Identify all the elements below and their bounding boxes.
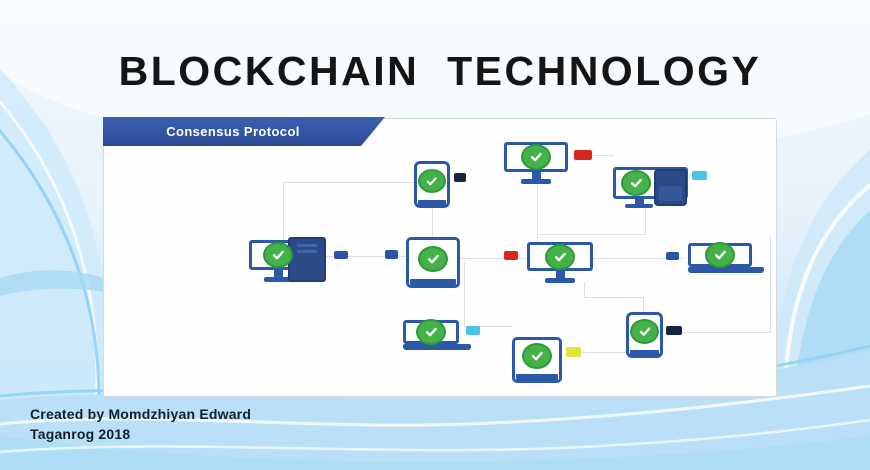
connector-line: [283, 182, 414, 183]
monitor-stand: [273, 270, 283, 277]
monitor-base: [624, 204, 653, 208]
connector-line: [432, 207, 433, 238]
block-cyan: [466, 326, 480, 335]
monitor-stand: [634, 199, 644, 204]
laptop-base: [403, 344, 471, 350]
connector-line: [580, 352, 627, 353]
monitor-base: [545, 278, 575, 283]
device-laptop-right: [682, 242, 764, 273]
connector-line: [645, 207, 646, 235]
block-cyan: [692, 171, 707, 180]
credit-line-1: Created by Momdzhiyan Edward: [30, 406, 252, 422]
connector-line: [584, 297, 644, 298]
checkmark-icon: [545, 244, 575, 270]
device-tablet-center: [406, 237, 460, 288]
device-monitor-top: [504, 142, 568, 184]
connector-line: [537, 184, 538, 243]
connector-line: [584, 282, 585, 298]
block-red: [504, 251, 518, 260]
connector-line: [643, 297, 644, 313]
block-blue: [334, 251, 348, 259]
connector-line: [770, 236, 771, 333]
device-desktop-pc-left: [249, 237, 326, 284]
laptop-base: [688, 267, 764, 273]
tablet-overlay: [654, 169, 687, 206]
block-navy: [454, 173, 466, 182]
checkmark-icon: [705, 242, 735, 268]
checkmark-icon: [522, 343, 552, 369]
block-blue: [666, 252, 679, 260]
block-red: [574, 150, 592, 160]
monitor-base: [521, 179, 551, 184]
checkmark-icon: [418, 246, 448, 272]
monitor-base: [264, 277, 292, 282]
banner-label: Consensus Protocol: [166, 124, 300, 139]
credit: Created by Momdzhiyan Edward Taganrog 20…: [30, 404, 251, 444]
connector-line: [537, 234, 646, 235]
consensus-protocol-ribbon: Consensus Protocol: [103, 117, 385, 146]
monitor-stand: [555, 271, 565, 278]
connector-line: [682, 332, 771, 333]
checkmark-icon: [418, 169, 446, 193]
checkmark-icon: [263, 242, 293, 268]
checkmark-icon: [521, 144, 551, 170]
connector-line: [593, 155, 614, 156]
checkmark-icon: [416, 319, 446, 345]
monitor-stand: [531, 172, 541, 179]
pc-tower: [288, 237, 326, 282]
connector-line: [464, 262, 465, 327]
device-phone-bottom: [626, 312, 663, 358]
connector-line: [459, 258, 528, 259]
device-laptop-bottom: [397, 319, 471, 350]
block-yellow: [566, 347, 581, 357]
device-monitor-tablet-top-right: [613, 167, 688, 208]
connector-line: [283, 182, 284, 240]
device-phone-top: [414, 161, 450, 208]
block-navy: [666, 326, 682, 335]
connector-line: [326, 256, 407, 257]
device-monitor-center: [527, 242, 593, 283]
device-tablet-bottom: [512, 337, 562, 383]
checkmark-icon: [621, 170, 651, 196]
connector-line: [464, 326, 513, 327]
credit-line-2: Taganrog 2018: [30, 426, 131, 442]
connector-line: [592, 258, 683, 259]
slide-title: BLOCKCHAIN TECHNOLOGY: [118, 48, 762, 94]
checkmark-icon: [630, 319, 659, 344]
block-blue: [385, 250, 398, 259]
